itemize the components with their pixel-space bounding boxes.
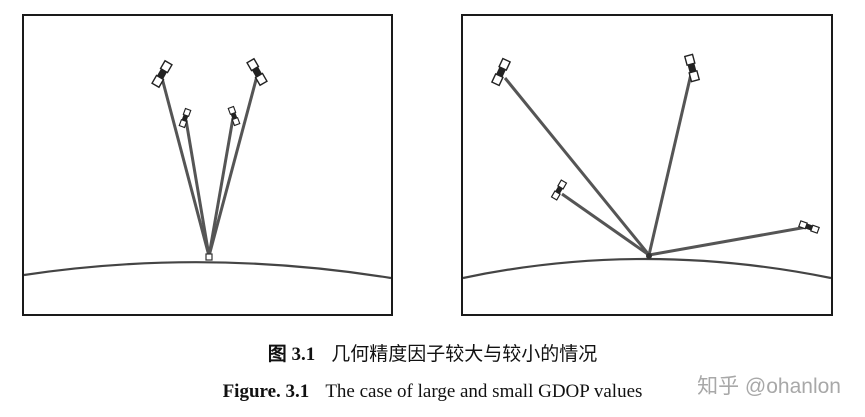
satellite-icon <box>246 57 268 87</box>
figure-label-chinese: 图 3.1 <box>267 344 316 365</box>
large-gdop-diagram <box>24 57 391 280</box>
satellite-icon <box>151 59 173 89</box>
line-of-sight <box>647 73 693 256</box>
receiver-icon <box>205 253 213 261</box>
line-of-sight <box>160 77 211 257</box>
satellite-icon <box>178 107 192 129</box>
panel-large-gdop <box>22 14 393 316</box>
earth-surface <box>463 257 831 280</box>
figure-title-english: The case of large and small GDOP values <box>325 381 643 402</box>
figure-caption-chinese: 图 3.1 几何精度因子较大与较小的情况 <box>0 339 865 366</box>
small-gdop-diagram <box>463 53 831 280</box>
satellite-icon <box>490 57 512 87</box>
line-of-sight <box>207 75 259 257</box>
line-of-sight <box>561 192 650 257</box>
line-of-sight <box>503 77 651 256</box>
panel-small-gdop <box>461 14 833 316</box>
satellite-icon <box>798 220 820 234</box>
figure-caption-english: Figure. 3.1 The case of large and small G… <box>0 381 865 403</box>
line-of-sight <box>648 225 808 257</box>
line-of-sight <box>184 119 211 257</box>
satellite-icon <box>227 105 241 127</box>
satellite-icon <box>683 53 701 83</box>
receiver-icon <box>646 253 652 259</box>
earth-surface <box>24 261 391 280</box>
satellite-icon <box>550 179 568 201</box>
line-of-sight <box>207 117 235 257</box>
figure-title-chinese: 几何精度因子较大与较小的情况 <box>331 344 598 365</box>
watermark: 知乎 @ohanlon <box>697 375 841 398</box>
figure-label-english: Figure. 3.1 <box>222 381 310 402</box>
